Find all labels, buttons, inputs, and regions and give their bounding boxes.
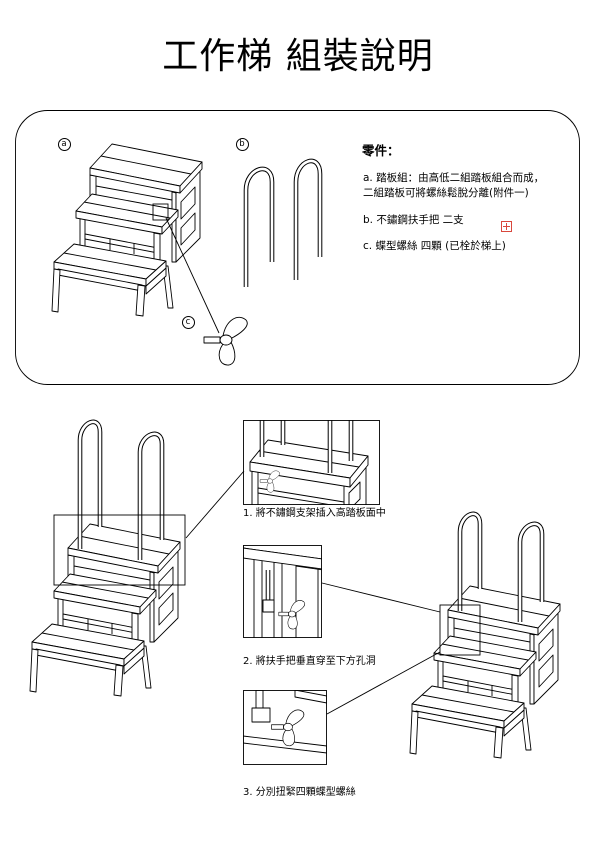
callout-c: c [181,315,195,329]
assembled-stool-left [29,422,181,697]
parts-heading: 零件： [362,143,400,158]
annotation-marker-icon[interactable] [501,217,512,232]
detail-highlight [53,514,186,586]
wing-nut-illustration [203,316,248,366]
part-a-line-2: 二組踏板可將螺絲鬆脫分離(附件一) [363,187,529,199]
detail-view-1 [243,420,380,505]
callout-b: b [235,137,249,151]
parts-panel [15,110,580,385]
callout-a: a [57,137,71,151]
detail-highlight [439,604,481,656]
leader-line [321,582,441,613]
part-a-line-1: a. 踏板組：由高低二組踏板組合而成， [363,172,545,184]
detail-view-3 [243,690,327,765]
leader-line [165,217,220,334]
step-3-caption: 3. 分別扭緊四顆蝶型螺絲 [243,787,356,798]
handrail-illustration [243,158,323,287]
step-set-illustration [51,143,203,317]
detail-highlight [152,203,169,221]
step-1-caption: 1. 將不鏽鋼支架插入高踏板面中 [243,508,386,519]
page-title: 工作梯 組裝說明 [162,36,434,77]
step-2-caption: 2. 將扶手把垂直穿至下方孔洞 [243,656,376,667]
part-c: c. 蝶型螺絲 四顆 (已栓於梯上) [363,240,506,252]
part-b: b. 不鏽鋼扶手把 二支 [363,214,464,226]
leader-line [185,470,245,539]
leader-line [326,651,441,715]
assembled-stool-right [409,514,561,759]
detail-view-2 [243,545,322,638]
